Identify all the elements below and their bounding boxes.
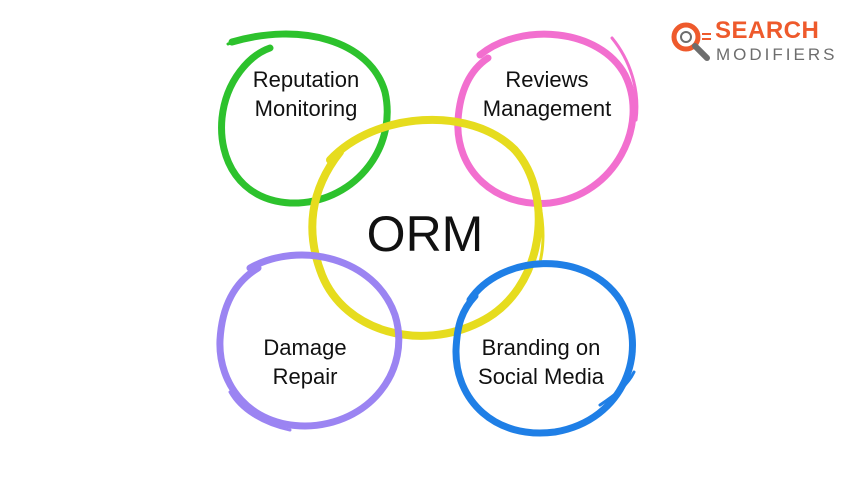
ring-reputation-monitoring — [218, 30, 391, 207]
ring-reviews-management-tail — [610, 36, 639, 122]
logo-word-search: SEARCH — [715, 17, 820, 44]
label-reputation-line-1: Reputation — [253, 67, 359, 92]
logo-word-modifiers: MODIFIERS — [716, 45, 838, 64]
magnifier-icon — [671, 22, 711, 61]
label-damage-line-2: Repair — [273, 364, 338, 389]
node-orm-center: ORM — [308, 115, 545, 340]
ring-damage-repair-tail — [228, 390, 292, 432]
ring-damage-repair — [216, 251, 403, 430]
label-reputation-line-2: Monitoring — [255, 96, 358, 121]
svg-text:Reviews: Reviews — [505, 67, 588, 92]
search-modifiers-logo: SEARCH MODIFIERS — [669, 18, 845, 68]
node-damage-repair: Damage Repair — [216, 251, 403, 432]
node-reputation-monitoring: Reputation Monitoring — [218, 30, 391, 207]
label-reviews-line-2: Management — [483, 96, 611, 121]
label-damage-line-1: Damage — [263, 335, 346, 360]
svg-text:Management: Management — [483, 96, 611, 121]
ring-reputation-monitoring-tail — [226, 31, 302, 46]
ring-orm-center-tail — [513, 148, 545, 264]
svg-text:Repair: Repair — [273, 364, 338, 389]
svg-text:Damage: Damage — [263, 335, 346, 360]
label-reviews-line-1: Reviews — [505, 67, 588, 92]
svg-text:Social Media: Social Media — [478, 364, 605, 389]
center-label: ORM — [367, 206, 484, 262]
ring-branding-social-media-tail — [598, 370, 636, 407]
node-branding-social-media: Branding on Social Media — [452, 260, 636, 437]
node-reviews-management: Reviews Management — [454, 30, 639, 207]
svg-text:Reputation: Reputation — [253, 67, 359, 92]
label-branding-line-2: Social Media — [478, 364, 605, 389]
label-branding-line-1: Branding on — [482, 335, 601, 360]
svg-text:Monitoring: Monitoring — [255, 96, 358, 121]
ring-branding-social-media — [452, 260, 636, 437]
svg-text:Branding on: Branding on — [482, 335, 601, 360]
